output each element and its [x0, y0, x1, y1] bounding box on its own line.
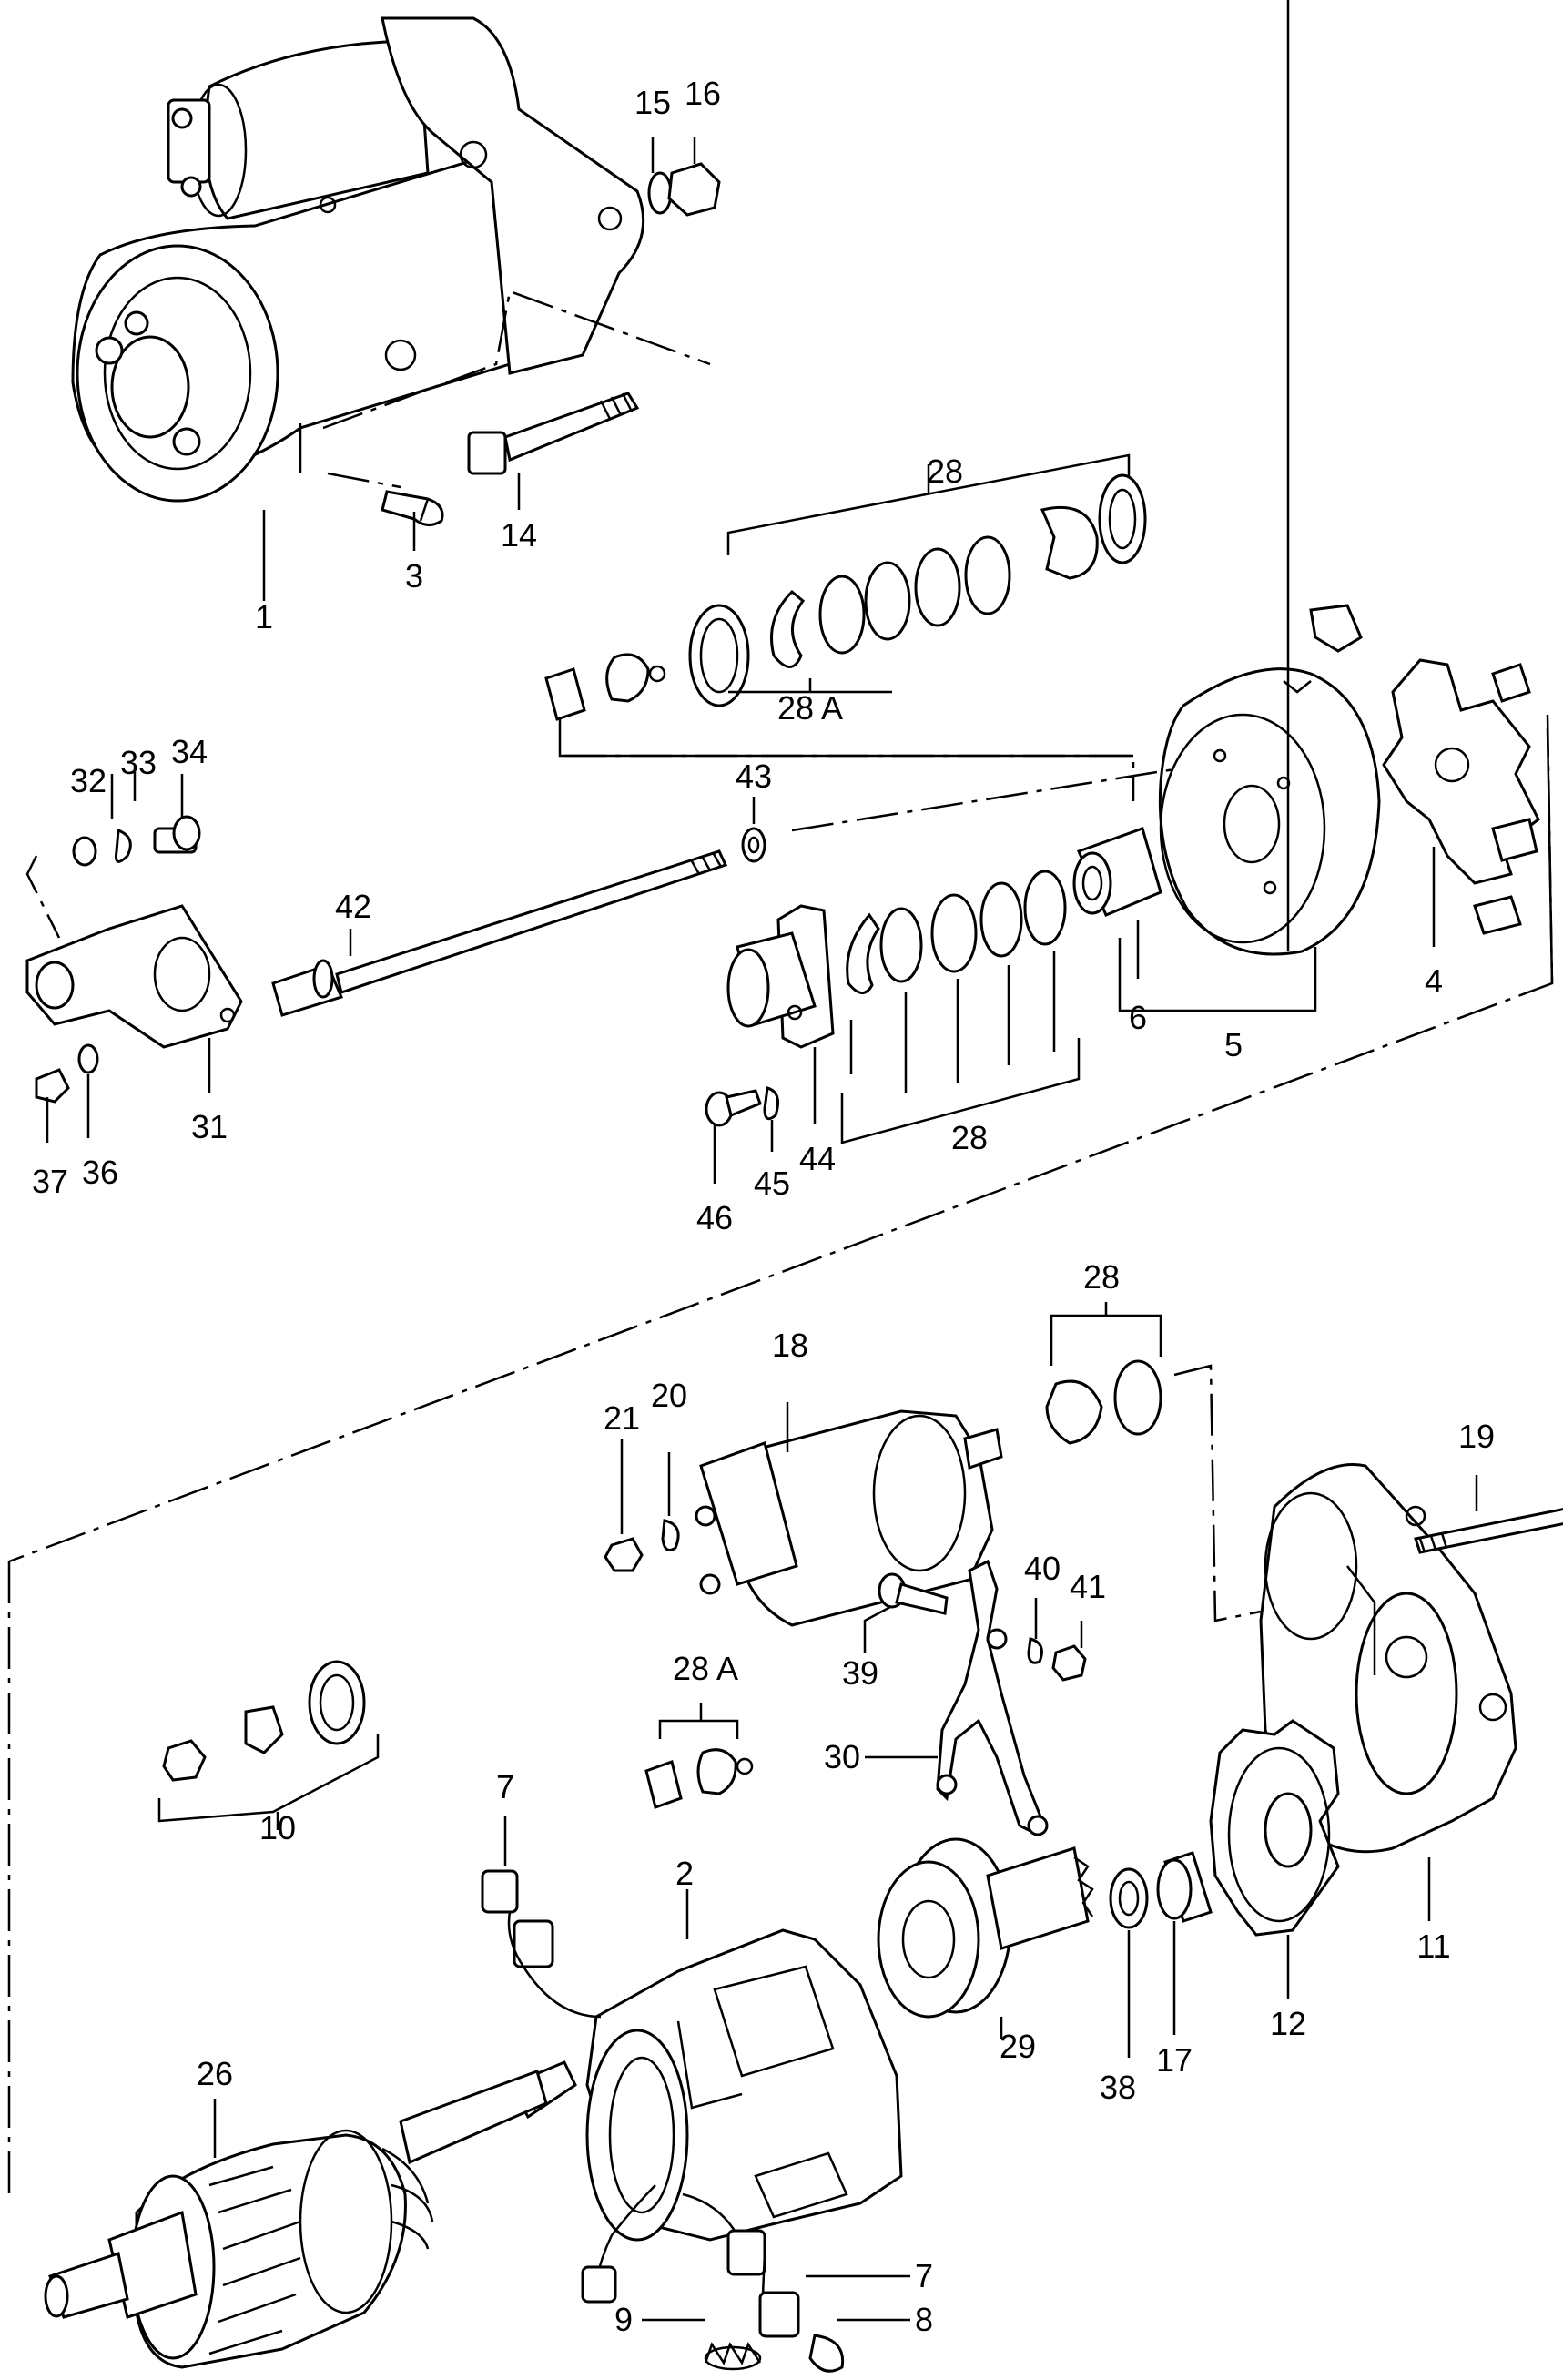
shim-set-solenoid: [1045, 1302, 1162, 1445]
label-7-top: 7: [496, 1768, 514, 1805]
stator-yoke: [585, 1928, 903, 2242]
assembly-axis-line-lower: [7, 1364, 1262, 2194]
label-37: 37: [32, 1163, 68, 1200]
brush-set-10: [157, 1660, 380, 1830]
washer-43: [741, 827, 766, 863]
label-6: 6: [1129, 999, 1147, 1036]
label-45: 45: [754, 1165, 790, 1202]
label-28A-top: 28 A: [777, 689, 843, 727]
label-4: 4: [1425, 962, 1443, 1000]
label-43: 43: [736, 758, 772, 795]
label-16: 16: [685, 75, 721, 112]
brush-plate: [1309, 604, 1540, 935]
label-46: 46: [696, 1199, 733, 1236]
label-29: 29: [1000, 2028, 1036, 2065]
leader-lines: [46, 0, 1554, 2322]
label-7-bottom: 7: [915, 2257, 933, 2294]
nut-41: [1051, 1644, 1087, 1682]
engaging-lever: [936, 1559, 1049, 1837]
label-21: 21: [604, 1399, 640, 1437]
shim-set-28A-lower: [644, 1703, 754, 1809]
label-34: 34: [171, 733, 208, 770]
label-3: 3: [405, 557, 423, 595]
label-41: 41: [1070, 1568, 1106, 1605]
end-cap: [726, 904, 835, 1049]
label-9: 9: [614, 2301, 633, 2338]
label-15: 15: [634, 84, 671, 121]
label-40: 40: [1024, 1550, 1061, 1587]
label-11: 11: [1416, 1927, 1450, 1965]
label-1: 1: [255, 598, 273, 636]
label-36: 36: [82, 1154, 118, 1191]
lock-washer-45: [763, 1086, 779, 1121]
mounting-bracket: [25, 855, 243, 1049]
shim-set-middle: [840, 870, 1081, 1144]
commutator-end-housing: [1158, 667, 1381, 956]
label-28-middle: 28: [951, 1119, 988, 1156]
label-18: 18: [772, 1327, 808, 1364]
label-17: 17: [1156, 2041, 1193, 2079]
screw-46: [705, 1089, 762, 1127]
brush-spring: [704, 2342, 762, 2371]
label-12: 12: [1270, 2005, 1306, 2042]
bushing: [1072, 827, 1162, 917]
label-20: 20: [651, 1377, 687, 1414]
through-bolt: [271, 849, 728, 1017]
label-28A-lower: 28 A: [673, 1650, 738, 1687]
pivot-bolt-39: [878, 1572, 949, 1615]
armature: [44, 2060, 577, 2369]
label-39: 39: [842, 1654, 878, 1692]
part-number-labels: 1 3 14 15 16 28 28 A 32 33 34 42 43 31 3…: [32, 75, 1495, 2338]
washer-20: [661, 1519, 680, 1551]
bushing-17: [1156, 1851, 1213, 1923]
label-42: 42: [335, 888, 371, 925]
shim-set-upper: [544, 453, 1147, 758]
label-38: 38: [1100, 2069, 1136, 2106]
washer-40: [1027, 1637, 1043, 1664]
stop-ring-38: [1109, 1867, 1149, 1929]
label-5: 5: [1224, 1026, 1243, 1063]
label-28-top: 28: [927, 453, 963, 490]
through-bolt-19: [1414, 1508, 1563, 1554]
nut-21: [604, 1537, 644, 1572]
label-10: 10: [259, 1809, 296, 1846]
label-28-solenoid: 28: [1083, 1258, 1120, 1296]
label-33: 33: [120, 744, 157, 781]
starter-motor-assembly: [71, 16, 721, 526]
label-8: 8: [915, 2301, 933, 2338]
label-2: 2: [675, 1855, 694, 1892]
label-31: 31: [191, 1108, 228, 1145]
label-26: 26: [197, 2055, 233, 2092]
solenoid-switch: [695, 1409, 1003, 1627]
pinion-drive: [877, 1837, 1094, 2019]
label-44: 44: [799, 1140, 836, 1177]
label-32: 32: [70, 762, 107, 799]
brushes-and-wires: [481, 1869, 800, 2338]
label-30: 30: [824, 1738, 860, 1775]
bearing-plate: [1209, 1719, 1340, 1937]
label-14: 14: [501, 516, 537, 554]
small-parts-bracket: [35, 815, 201, 1104]
terminal-loop: [808, 2334, 845, 2373]
label-19: 19: [1458, 1418, 1495, 1455]
